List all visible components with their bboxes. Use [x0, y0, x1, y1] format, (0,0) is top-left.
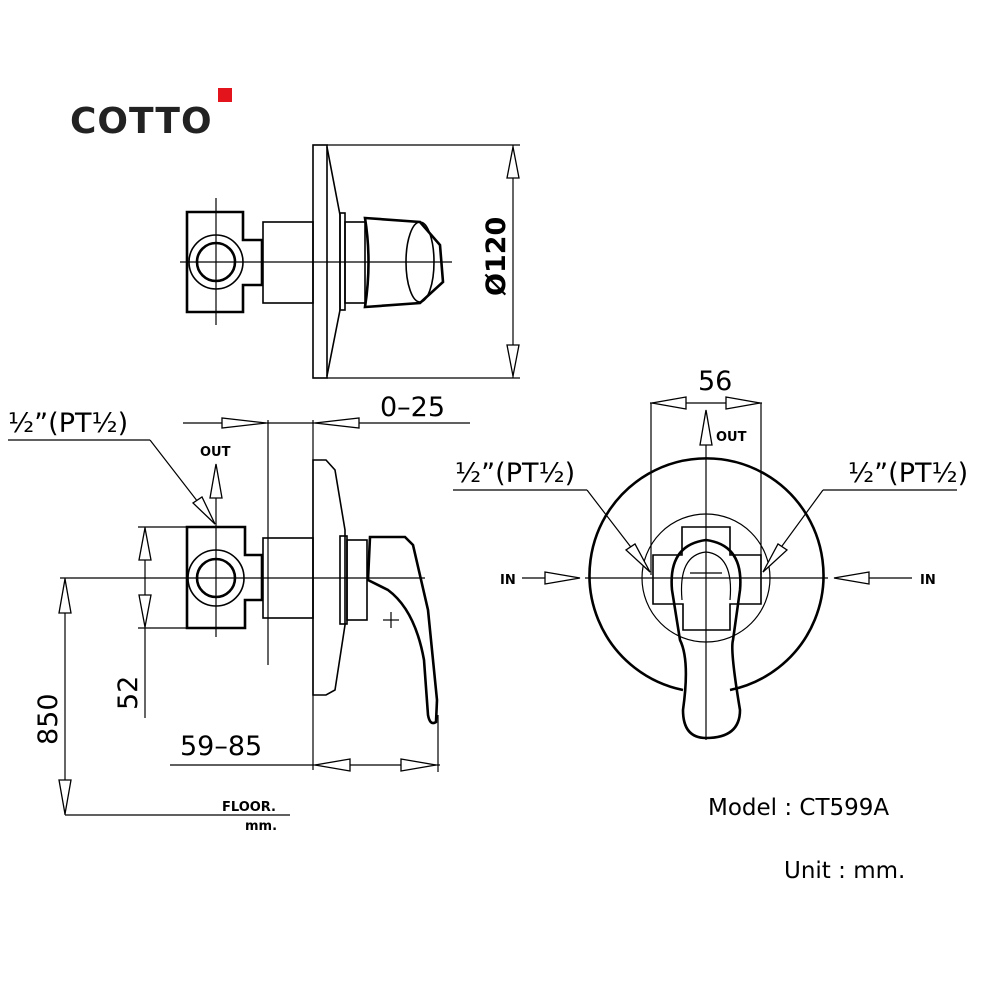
front-view: 56 OUT IN IN ½”(PT½) ½”(PT½) [453, 366, 968, 740]
outlet-outer [187, 549, 245, 607]
in-left-label: IN [500, 573, 516, 588]
out-arrow-icon [699, 409, 713, 446]
pipe-right-label: ½”(PT½) [848, 458, 968, 489]
lever-handle [670, 538, 742, 740]
side-view: ½”(PT½) OUT 0–25 52 850 [8, 392, 470, 834]
arrow-icon [221, 417, 267, 429]
arrow-icon [506, 344, 520, 377]
lever-handle [366, 535, 439, 725]
valve-body [652, 526, 762, 631]
pipe-size-label: ½”(PT½) [8, 408, 128, 439]
handle-top [363, 216, 445, 309]
in-right-arrow-icon [833, 571, 870, 585]
inlet-outer [188, 234, 244, 290]
arrow-icon [314, 758, 351, 772]
escutcheon-plate [588, 457, 825, 692]
arrow-icon [651, 396, 687, 410]
handle-cap [405, 221, 435, 303]
arrow-icon [138, 594, 152, 628]
width-label: 56 [698, 366, 732, 397]
wall-plate [312, 144, 328, 379]
model-label: Model : CT599A [708, 795, 889, 821]
unit-label: Unit : mm. [784, 858, 905, 884]
top-view: Ø120 [180, 144, 520, 379]
sleeve [346, 539, 368, 621]
arrow-icon [58, 779, 72, 815]
floor-label: FLOOR. [222, 800, 276, 815]
valve-body [185, 210, 264, 314]
pipe-left-label: ½”(PT½) [455, 458, 575, 489]
in-left-arrow-icon [544, 571, 581, 585]
arrow-icon [58, 578, 72, 614]
in-right-label: IN [920, 573, 936, 588]
arrow-icon [624, 543, 651, 573]
logo-text: COTTO [70, 101, 213, 142]
arrow-icon [191, 496, 216, 525]
out-arrow-icon [209, 463, 223, 499]
arrow-icon [506, 146, 520, 179]
unit-small-label: mm. [245, 819, 277, 834]
cotto-logo: COTTO [70, 88, 232, 142]
projection-label: 59–85 [180, 731, 262, 762]
outlet-inner [195, 557, 237, 599]
body-height-label: 52 [113, 676, 144, 710]
ring [339, 535, 348, 625]
arrow-icon [725, 396, 761, 410]
arrow-icon [138, 527, 152, 561]
diameter-label: Ø120 [481, 217, 512, 296]
inlet-inner [195, 241, 237, 283]
wall-plate [312, 459, 346, 696]
out-label: OUT [716, 430, 747, 445]
sleeve [344, 221, 366, 304]
mount-height-label: 850 [33, 693, 64, 745]
arrow-icon [314, 417, 360, 429]
lever-inner [680, 551, 732, 601]
arrow-icon [400, 758, 437, 772]
arrow-icon [762, 543, 789, 573]
out-label: OUT [200, 445, 231, 460]
depth-label: 0–25 [380, 392, 445, 423]
logo-red-square [218, 88, 232, 102]
